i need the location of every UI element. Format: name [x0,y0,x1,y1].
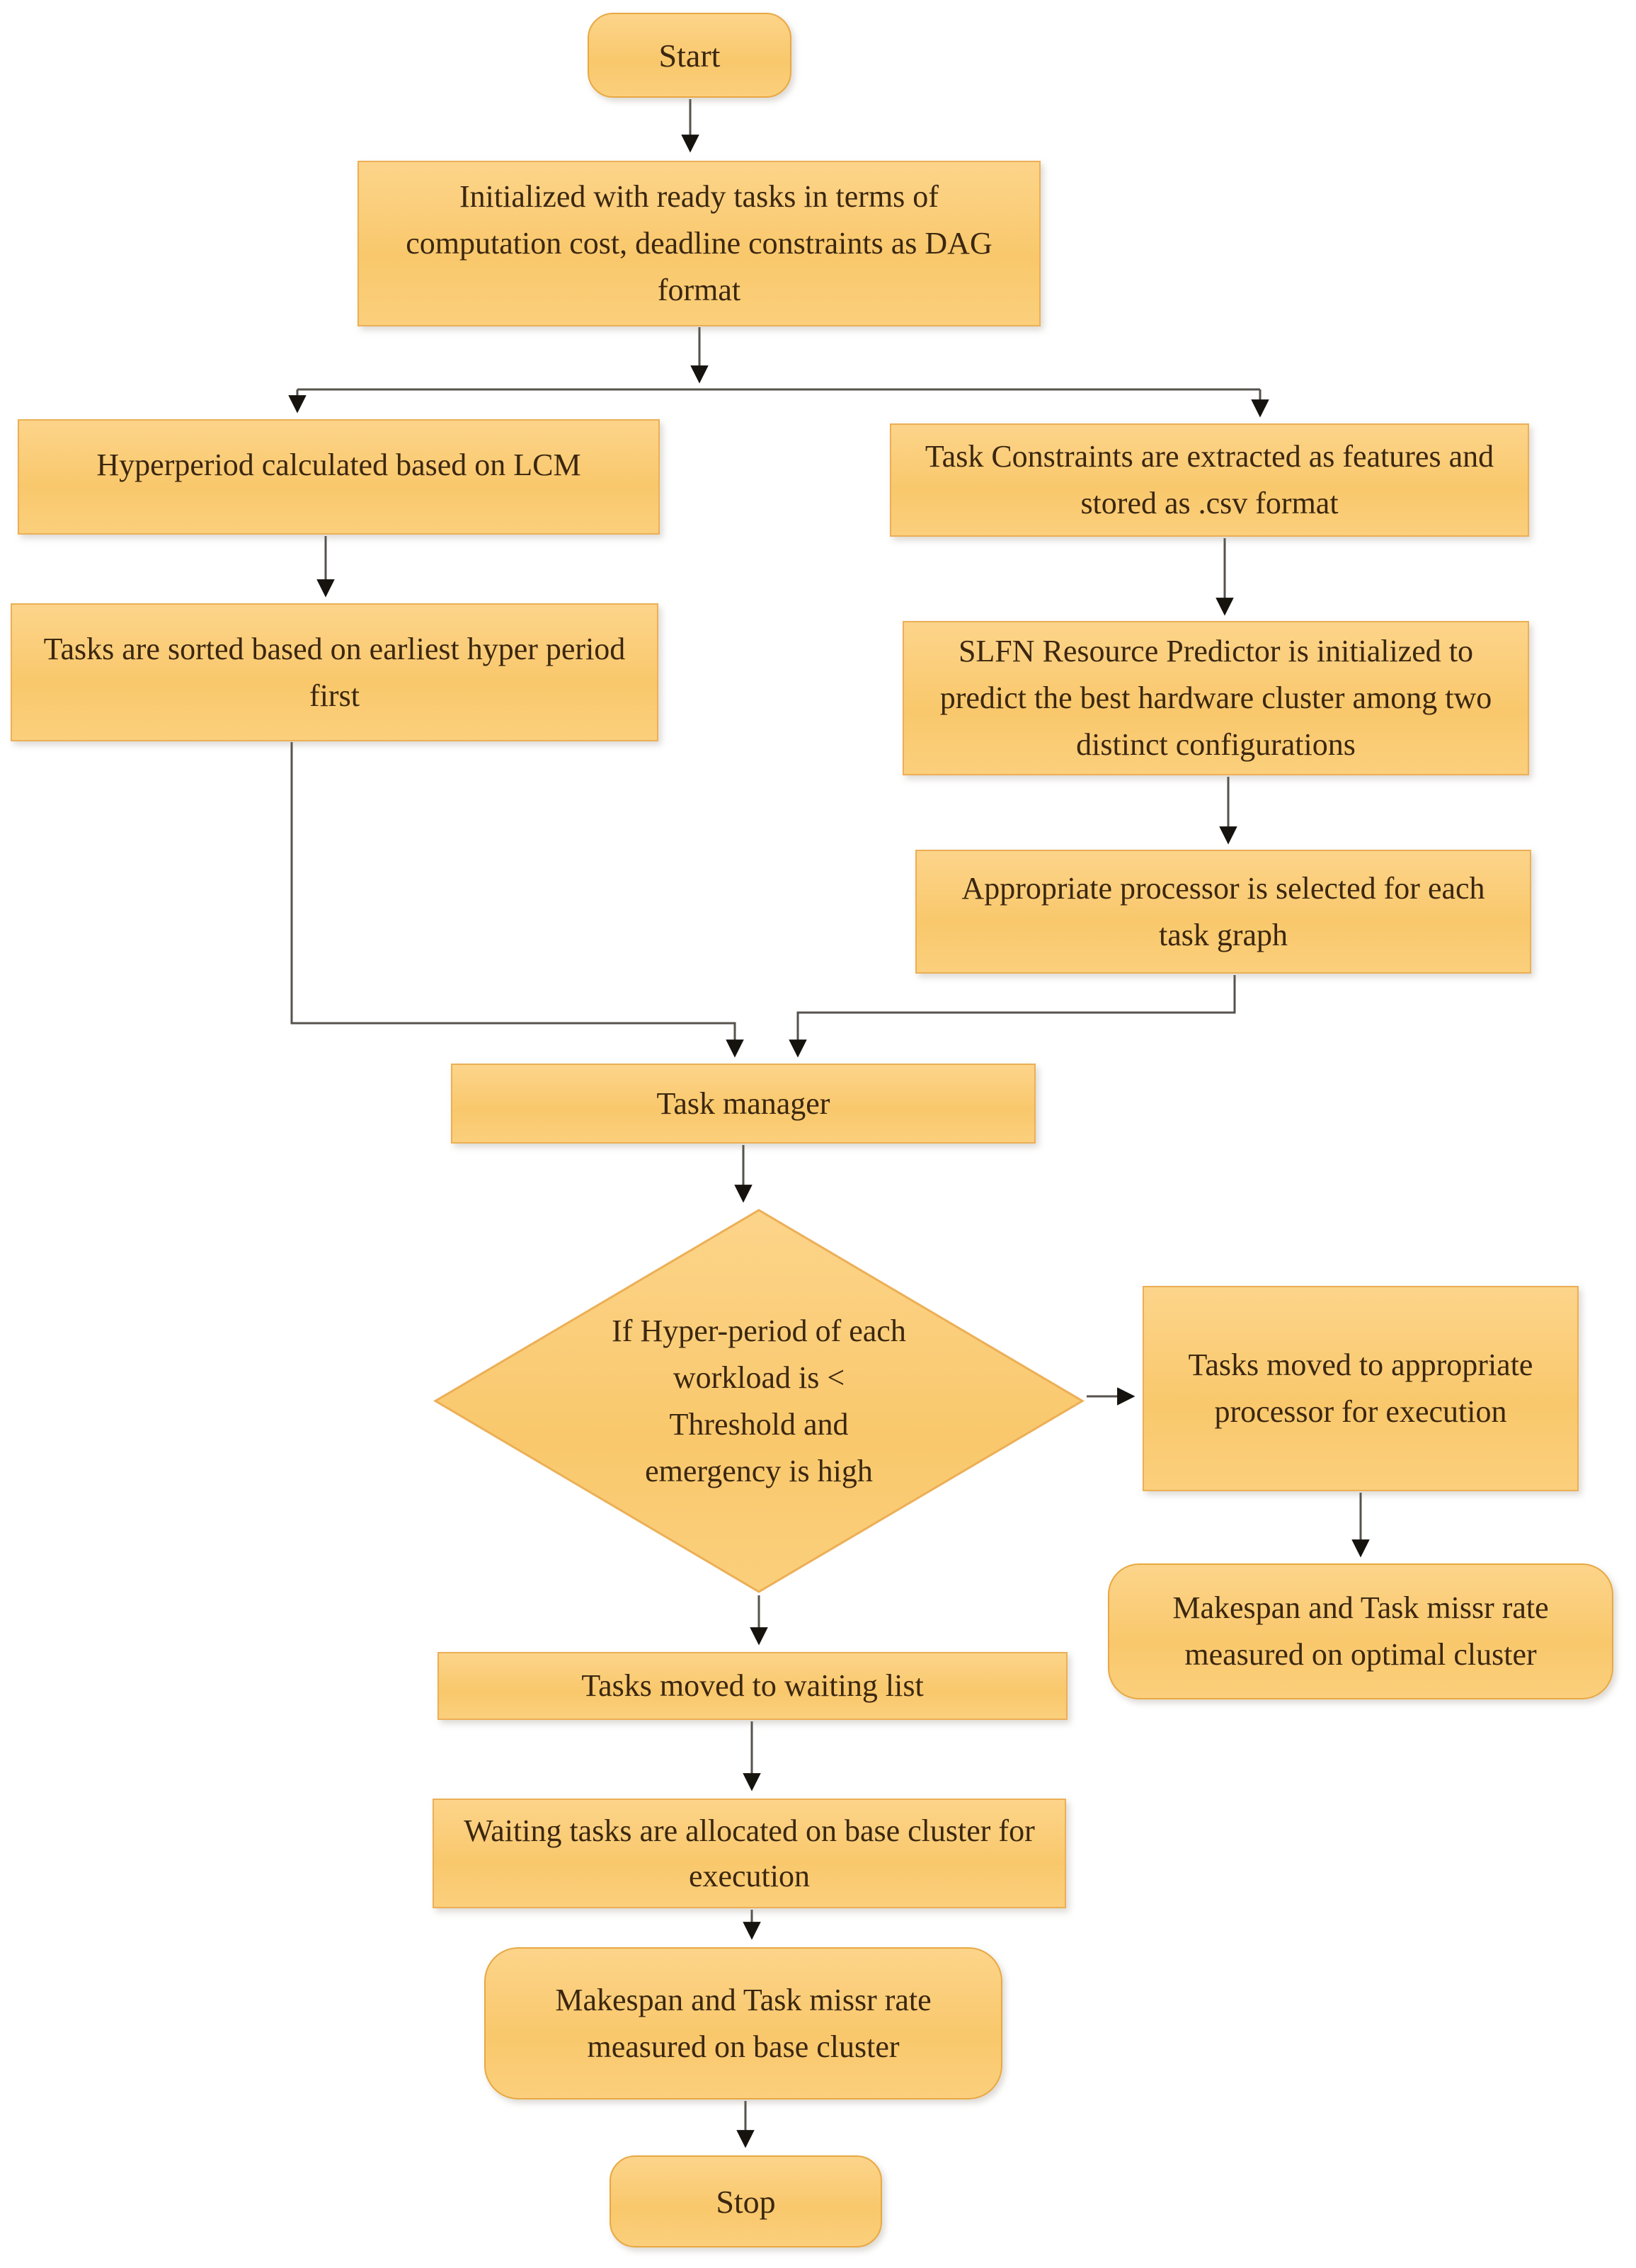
makespan-base-label: Makespan and Task missr rate measured on… [555,1982,932,2064]
tasks-moved-processor-node: Tasks moved to appropriate processor for… [1143,1286,1579,1491]
decision-diamond-shape [433,1209,1085,1593]
processor-selected-node: Appropriate processor is selected for ea… [915,850,1531,974]
makespan-optimal-node: Makespan and Task missr rate measured on… [1108,1563,1613,1699]
slfn-predictor-node: SLFN Resource Predictor is initialized t… [903,621,1529,775]
slfn-predictor-label: SLFN Resource Predictor is initialized t… [939,634,1492,762]
tasks-moved-processor-label: Tasks moved to appropriate processor for… [1188,1347,1533,1429]
base-cluster-allocation-label: Waiting tasks are allocated on base clus… [464,1813,1035,1893]
base-cluster-allocation-node: Waiting tasks are allocated on base clus… [433,1799,1066,1908]
start-label: Start [658,37,721,74]
makespan-optimal-label: Makespan and Task missr rate measured on… [1172,1590,1549,1672]
processor-selected-label: Appropriate processor is selected for ea… [961,870,1485,952]
makespan-base-node: Makespan and Task missr rate measured on… [484,1947,1002,2099]
tasks-sorted-node: Tasks are sorted based on earliest hyper… [11,603,658,741]
edge-sorted-taskmanager [290,742,744,1058]
task-constraints-node: Task Constraints are extracted as featur… [890,423,1529,537]
task-constraints-label: Task Constraints are extracted as featur… [925,439,1494,520]
decision-label: If Hyper-period of each workload is < Th… [612,1313,906,1488]
decision-diamond-node: If Hyper-period of each workload is < Th… [433,1208,1085,1594]
task-manager-node: Task manager [451,1064,1036,1144]
start-node: Start [588,13,791,98]
hyperperiod-lcm-label: Hyperperiod calculated based on LCM [96,448,581,482]
initialize-tasks-node: Initialized with ready tasks in terms of… [357,161,1041,326]
waiting-list-label: Tasks moved to waiting list [581,1668,924,1703]
edge-processor-taskmanager [789,975,1236,1058]
hyperperiod-lcm-node: Hyperperiod calculated based on LCM [18,419,660,535]
stop-node: Stop [610,2155,882,2247]
tasks-sorted-label: Tasks are sorted based on earliest hyper… [43,631,626,713]
initialize-tasks-label: Initialized with ready tasks in terms of… [406,179,993,307]
waiting-list-node: Tasks moved to waiting list [437,1652,1068,1720]
stop-label: Stop [716,2183,776,2220]
task-manager-label: Task manager [656,1085,830,1121]
